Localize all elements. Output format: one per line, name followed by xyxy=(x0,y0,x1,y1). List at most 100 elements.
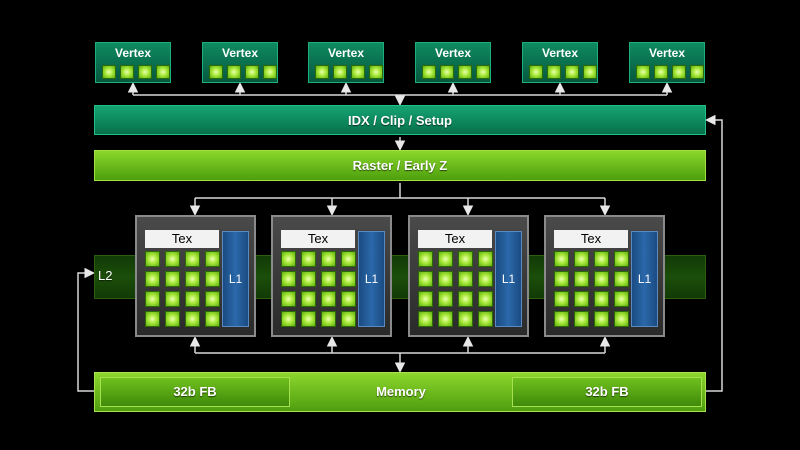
shader-core-cell xyxy=(672,65,686,79)
shader-core-cell xyxy=(478,251,493,267)
shader-core-cell xyxy=(281,311,296,327)
shader-core-cell xyxy=(418,291,433,307)
shader-core-cell xyxy=(554,311,569,327)
shader-core-cell xyxy=(341,311,356,327)
shader-core-cell xyxy=(341,251,356,267)
vertex-label: Vertex xyxy=(434,46,472,60)
shader-core-cell xyxy=(351,65,365,79)
shader-core-cell xyxy=(205,271,220,287)
shader-core-cell xyxy=(321,271,336,287)
shader-core-cell xyxy=(614,251,629,267)
shader-core-cell xyxy=(245,65,259,79)
shader-cluster: Tex L1 xyxy=(135,215,256,337)
shader-core-grid xyxy=(145,251,220,327)
shader-core-cell xyxy=(165,251,180,267)
shader-core-cell xyxy=(185,251,200,267)
shader-core-grid xyxy=(418,251,493,327)
vertex-label: Vertex xyxy=(648,46,686,60)
shader-core-cell xyxy=(565,65,579,79)
shader-core-cell xyxy=(440,65,454,79)
vertex-unit: Vertex xyxy=(415,42,491,83)
l1-cache: L1 xyxy=(631,231,658,327)
shader-core-cell xyxy=(478,311,493,327)
shader-cluster: Tex L1 xyxy=(408,215,529,337)
fb-partition-left xyxy=(100,377,290,407)
shader-core-cell xyxy=(418,251,433,267)
l2-label: L2 xyxy=(98,268,113,283)
tex-unit: Tex xyxy=(554,230,628,248)
shader-core-cell xyxy=(594,271,609,287)
shader-core-cell xyxy=(205,311,220,327)
shader-core-cell xyxy=(156,65,170,79)
shader-core-cell xyxy=(227,65,241,79)
vertex-core-row xyxy=(529,65,597,79)
shader-core-cell xyxy=(554,251,569,267)
vertex-unit: Vertex xyxy=(308,42,384,83)
shader-core-cell xyxy=(145,251,160,267)
idx-clip-setup-label: IDX / Clip / Setup xyxy=(347,113,452,128)
shader-core-cell xyxy=(185,271,200,287)
shader-core-cell xyxy=(478,291,493,307)
vertex-unit: Vertex xyxy=(629,42,705,83)
shader-core-cell xyxy=(321,311,336,327)
shader-core-cell xyxy=(458,271,473,287)
memory-label: Memory xyxy=(376,384,426,399)
raster-early-z-label: Raster / Early Z xyxy=(352,158,448,173)
l1-cache: L1 xyxy=(222,231,249,327)
shader-core-cell xyxy=(574,251,589,267)
raster-early-z-bar xyxy=(94,150,706,181)
shader-core-cell xyxy=(185,291,200,307)
vertex-core-row xyxy=(636,65,704,79)
shader-core-cell xyxy=(301,251,316,267)
shader-core-cell xyxy=(636,65,650,79)
fb-right-label: 32b FB xyxy=(585,384,629,399)
fb-partition-right xyxy=(512,377,702,407)
vertex-label: Vertex xyxy=(327,46,365,60)
shader-core-cell xyxy=(654,65,668,79)
shader-core-cell xyxy=(165,271,180,287)
shader-core-cell xyxy=(138,65,152,79)
shader-core-cell xyxy=(145,311,160,327)
shader-core-cell xyxy=(438,271,453,287)
vertex-unit: Vertex xyxy=(95,42,171,83)
shader-core-cell xyxy=(614,311,629,327)
shader-core-cell xyxy=(529,65,543,79)
l1-label: L1 xyxy=(364,272,379,286)
vertex-core-row xyxy=(209,65,277,79)
shader-core-cell xyxy=(102,65,116,79)
shader-core-cell xyxy=(281,251,296,267)
shader-core-cell xyxy=(554,291,569,307)
shader-core-cell xyxy=(333,65,347,79)
shader-core-cell xyxy=(281,291,296,307)
shader-core-cell xyxy=(458,65,472,79)
vertex-label: Vertex xyxy=(541,46,579,60)
shader-core-cell xyxy=(281,271,296,287)
vertex-core-row xyxy=(422,65,490,79)
shader-core-cell xyxy=(690,65,704,79)
vertex-core-row xyxy=(102,65,170,79)
shader-core-cell xyxy=(574,271,589,287)
l1-label: L1 xyxy=(501,272,516,286)
vertex-core-row xyxy=(315,65,383,79)
shader-core-cell xyxy=(145,291,160,307)
shader-core-cell xyxy=(301,291,316,307)
fb-left-label: 32b FB xyxy=(173,384,217,399)
shader-cluster: Tex L1 xyxy=(544,215,665,337)
shader-core-cell xyxy=(594,251,609,267)
shader-core-grid xyxy=(554,251,629,327)
shader-core-cell xyxy=(438,291,453,307)
shader-core-cell xyxy=(594,311,609,327)
shader-core-cell xyxy=(614,291,629,307)
shader-core-cell xyxy=(476,65,490,79)
shader-core-cell xyxy=(301,271,316,287)
vertex-label: Vertex xyxy=(221,46,259,60)
l1-cache: L1 xyxy=(495,231,522,327)
shader-core-cell xyxy=(165,291,180,307)
shader-core-cell xyxy=(205,251,220,267)
vertex-unit: Vertex xyxy=(522,42,598,83)
shader-core-cell xyxy=(209,65,223,79)
shader-core-cell xyxy=(418,311,433,327)
shader-core-cell xyxy=(369,65,383,79)
